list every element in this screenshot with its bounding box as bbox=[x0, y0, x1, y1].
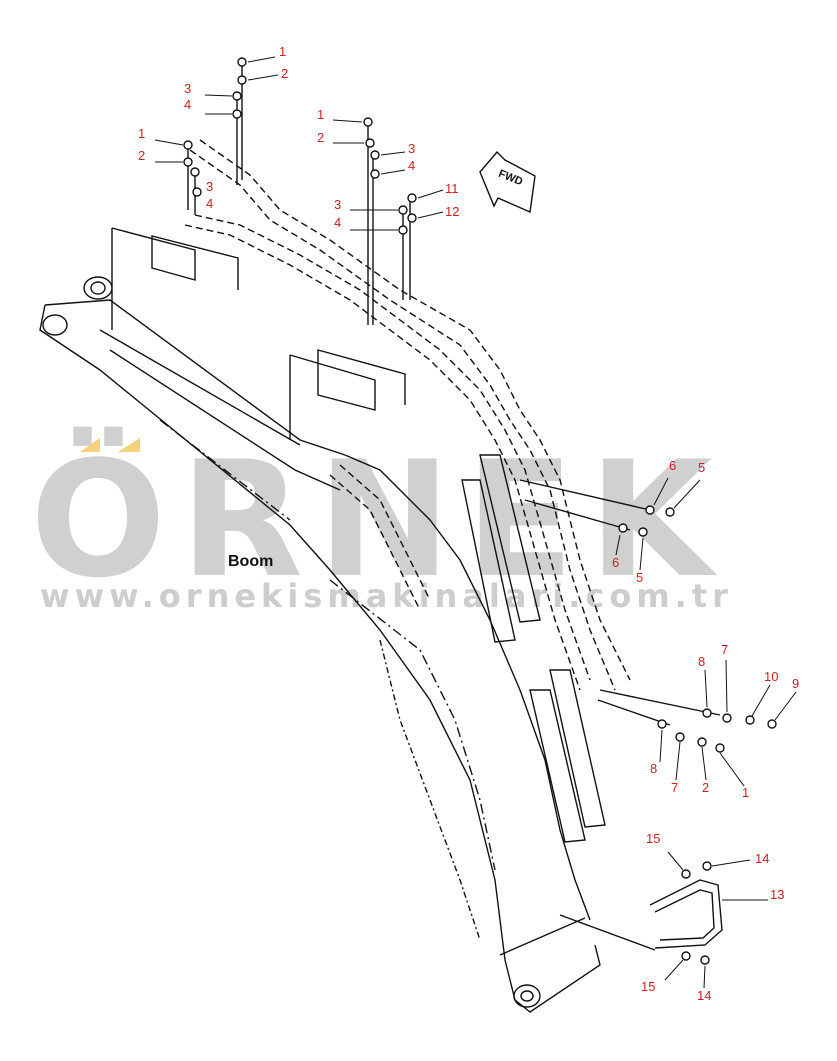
forward-direction-icon bbox=[479, 150, 536, 214]
callout-number: 8 bbox=[698, 654, 706, 669]
boom-body bbox=[39, 276, 601, 1013]
callout-number: 2 bbox=[281, 66, 289, 81]
callout-number: 8 bbox=[650, 761, 658, 776]
callout-number: 1 bbox=[317, 107, 325, 122]
callout-number: 6 bbox=[669, 458, 677, 473]
callout-number: 14 bbox=[697, 988, 712, 1003]
callout-number: 15 bbox=[641, 979, 656, 994]
callout-number: 11 bbox=[445, 181, 459, 196]
callout-number: 12 bbox=[445, 204, 460, 219]
callout-number: 15 bbox=[646, 831, 661, 846]
callout-number: 5 bbox=[636, 570, 644, 585]
callout-number: 2 bbox=[702, 780, 710, 795]
boom-label: Boom bbox=[228, 553, 274, 570]
callout-number: 1 bbox=[138, 126, 146, 141]
bolt-heads bbox=[183, 57, 777, 965]
callout-number: 14 bbox=[755, 851, 770, 866]
callout-number: 4 bbox=[408, 158, 416, 173]
callout-number: 9 bbox=[792, 676, 800, 691]
callout-number: 1 bbox=[742, 785, 750, 800]
callout-number: 5 bbox=[698, 460, 706, 475]
callout-number: 4 bbox=[334, 215, 342, 230]
watermark-accent-icon bbox=[80, 438, 140, 452]
hydraulic-hoses bbox=[184, 139, 631, 691]
callout-number: 3 bbox=[408, 141, 416, 156]
guard-plates bbox=[111, 227, 606, 843]
callout-number: 4 bbox=[206, 196, 214, 211]
callout-number: 2 bbox=[138, 148, 146, 163]
callout-number: 2 bbox=[317, 130, 325, 145]
callout-number: 13 bbox=[770, 887, 785, 902]
callout-number: 6 bbox=[612, 555, 620, 570]
callout-number: 3 bbox=[334, 197, 342, 212]
callout-number: 1 bbox=[279, 44, 287, 59]
grab-handle bbox=[649, 879, 723, 949]
callout-number: 7 bbox=[721, 642, 729, 657]
callout-number: 3 bbox=[206, 179, 214, 194]
watermark-url: www.ornekismakinalari.com.tr bbox=[40, 577, 733, 615]
callout-leaders bbox=[154, 56, 797, 989]
callout-number: 4 bbox=[184, 97, 192, 112]
callout-number: 3 bbox=[184, 81, 192, 96]
callout-number: 10 bbox=[764, 669, 779, 684]
callout-number: 7 bbox=[671, 780, 679, 795]
